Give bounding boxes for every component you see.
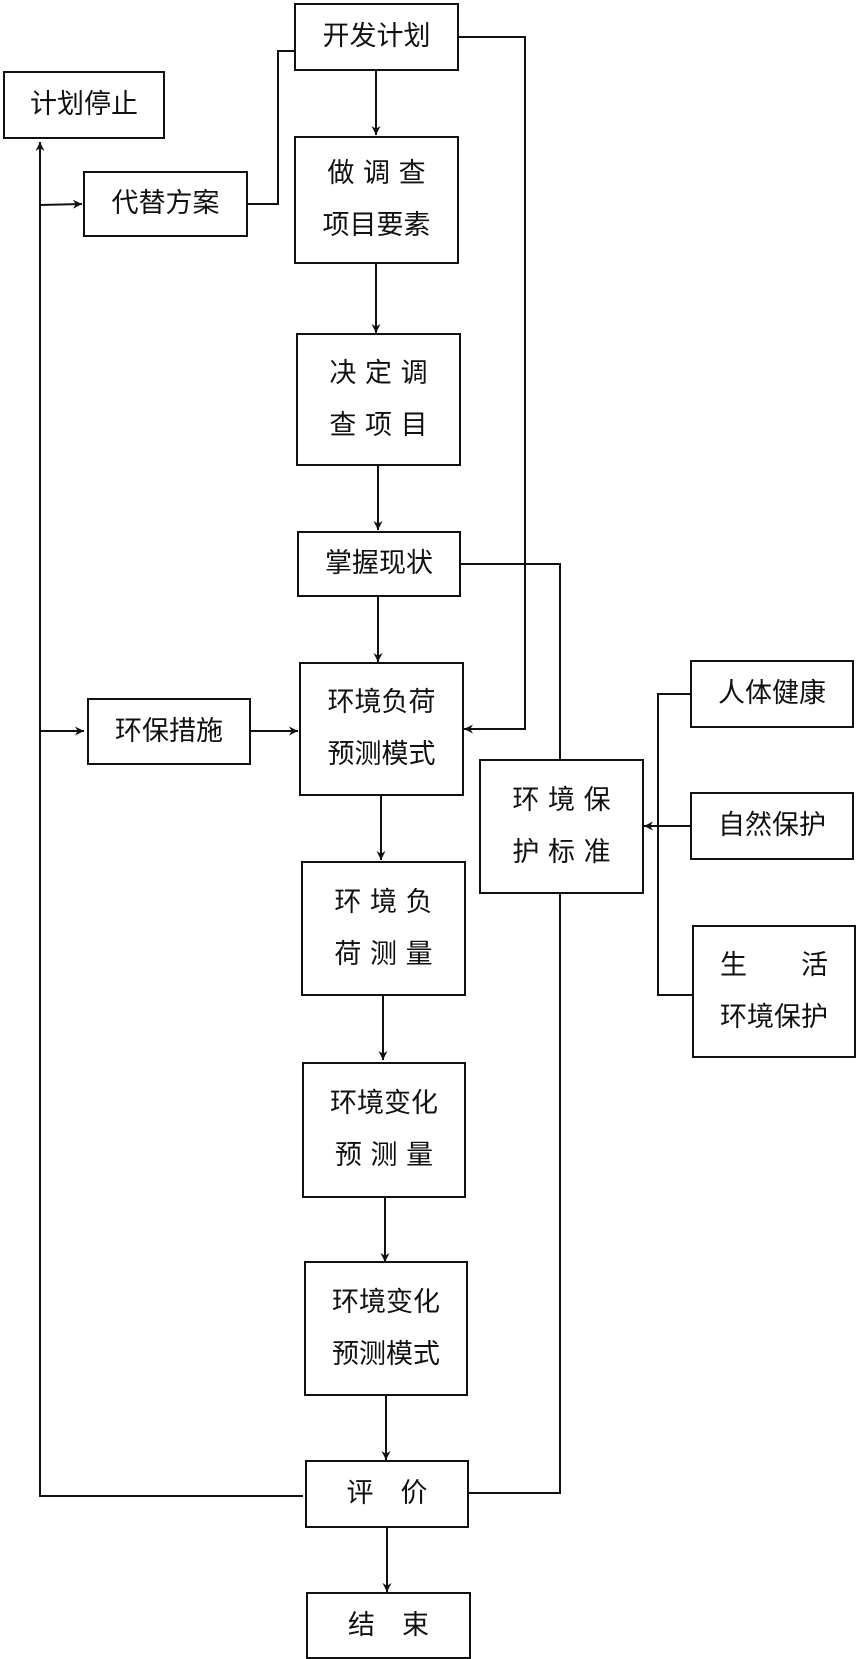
node-load-model: 环境负荷 预测模式	[299, 662, 464, 796]
node-label-line-2: 预测模式	[327, 739, 436, 770]
node-evaluation: 评 价	[305, 1460, 469, 1528]
node-nature-protect: 自然保护	[690, 792, 854, 860]
node-survey-elements: 做 调 查 项目要素	[294, 136, 459, 264]
node-end: 结 束	[306, 1592, 471, 1659]
node-label-line-2: 查 项 目	[329, 409, 428, 441]
node-change-measure: 环境变化 预 测 量	[302, 1062, 466, 1198]
line-grasp-to-evaluation	[460, 563, 561, 1494]
node-label-line-1: 环境负荷	[327, 687, 436, 718]
node-load-measure: 环 境 负 荷 测 量	[301, 861, 466, 996]
node-decide-items: 决 定 调 查 项 目	[296, 333, 461, 466]
node-label: 环保措施	[115, 715, 223, 747]
node-dev-plan: 开发计划	[294, 3, 459, 71]
node-label: 人体健康	[718, 678, 826, 709]
node-label: 开发计划	[322, 21, 431, 52]
node-alternative: 代替方案	[83, 171, 248, 237]
node-label: 结 束	[348, 1609, 429, 1641]
node-label: 评 价	[346, 1478, 428, 1509]
node-label-line-1: 做 调 查	[327, 158, 426, 189]
node-human-health: 人体健康	[690, 660, 854, 728]
arrow-rail-to-alternative	[39, 199, 83, 209]
node-grasp-status: 掌握现状	[297, 531, 461, 597]
node-label-line-2: 荷 测 量	[334, 938, 433, 970]
node-label-line-1: 决 定 调	[329, 357, 428, 389]
node-label-line-2: 预测模式	[332, 1338, 440, 1370]
node-label: 计划停止	[30, 89, 138, 120]
node-change-model: 环境变化 预测模式	[304, 1261, 468, 1396]
node-label-line-2: 预 测 量	[334, 1140, 434, 1171]
line-alternative-to-devplan	[248, 50, 295, 205]
node-label: 掌握现状	[325, 548, 433, 579]
node-label-line-1: 环 境 负	[334, 886, 433, 918]
node-label: 代替方案	[111, 188, 220, 219]
node-env-standard: 环 境 保 护 标 准	[479, 759, 644, 894]
node-label-line-1: 环境变化	[330, 1088, 438, 1119]
node-label-line-2: 环境保护	[720, 1001, 828, 1033]
node-label-line-1: 环境变化	[332, 1286, 440, 1318]
node-label: 自然保护	[718, 810, 826, 841]
node-env-measures: 环保措施	[87, 698, 251, 765]
line-health-branch	[657, 693, 692, 996]
node-label-line-1: 生 活	[720, 949, 828, 981]
node-living-env: 生 活 环境保护	[692, 925, 856, 1058]
arrow-devplan-to-loadmodel	[458, 36, 526, 734]
node-plan-stop: 计划停止	[3, 71, 165, 139]
line-evaluation-to-leftrail	[35, 142, 303, 1497]
node-label-line-2: 护 标 准	[512, 836, 611, 868]
node-label-line-2: 项目要素	[322, 210, 431, 241]
node-label-line-1: 环 境 保	[512, 784, 611, 816]
